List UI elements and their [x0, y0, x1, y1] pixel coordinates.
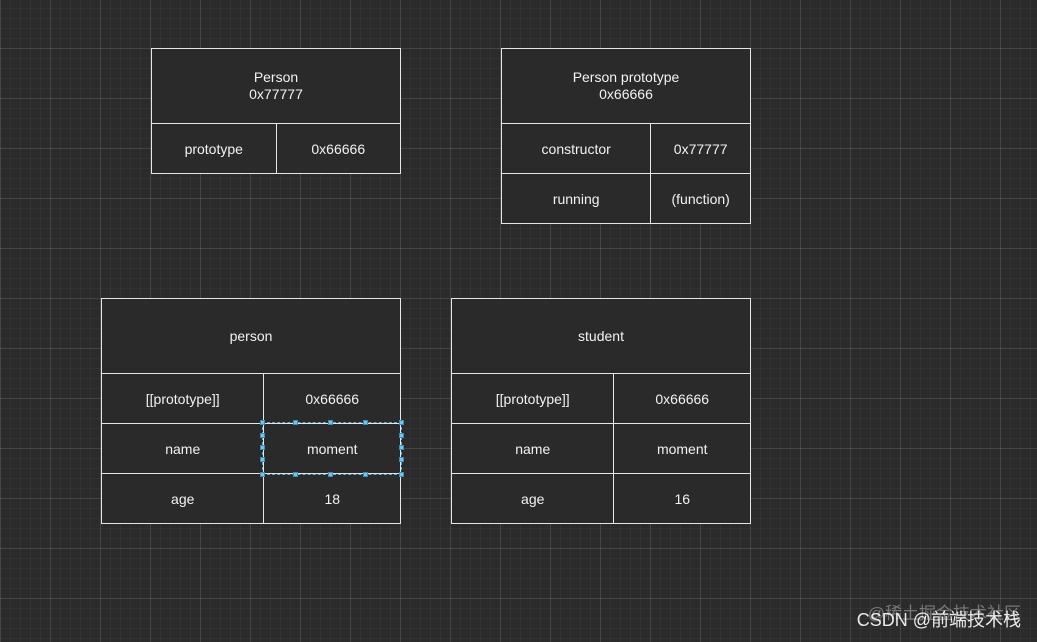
- student-instance-name-key[interactable]: name: [450, 423, 615, 474]
- student-instance-proto-key[interactable]: [[prototype]]: [450, 373, 615, 424]
- person-instance-proto-value[interactable]: 0x66666: [263, 373, 401, 424]
- student-instance-table[interactable]: student [[prototype]] 0x66666 name momen…: [450, 298, 751, 524]
- person-prototype-address: 0x66666: [599, 86, 653, 102]
- person-function-address: 0x77777: [249, 86, 303, 102]
- resize-handle-e2[interactable]: [399, 445, 404, 450]
- student-instance-age-key[interactable]: age: [450, 473, 615, 524]
- person-instance-name-key[interactable]: name: [100, 423, 265, 474]
- person-instance-name-value: moment: [306, 440, 358, 457]
- person-prototype-constructor-key[interactable]: constructor: [500, 123, 652, 174]
- person-prototype-table[interactable]: Person prototype 0x66666 constructor 0x7…: [500, 48, 751, 224]
- person-prototype-title: Person prototype: [572, 69, 680, 85]
- student-instance-title[interactable]: student: [451, 298, 751, 374]
- person-instance-proto-key[interactable]: [[prototype]]: [100, 373, 265, 424]
- person-instance-table[interactable]: person [[prototype]] 0x66666 name moment: [100, 298, 404, 524]
- watermark-juejin: @稀土掘金技术社区: [867, 604, 1021, 623]
- person-function-prototype-key[interactable]: prototype: [151, 123, 277, 174]
- person-instance-age-key[interactable]: age: [100, 473, 265, 524]
- person-instance-age-value[interactable]: 18: [263, 473, 401, 524]
- person-function-header[interactable]: Person 0x77777: [151, 48, 401, 124]
- resize-handle-e3[interactable]: [399, 457, 404, 462]
- student-instance-proto-value[interactable]: 0x66666: [613, 373, 751, 424]
- person-instance-title[interactable]: person: [101, 298, 401, 374]
- person-prototype-running-key[interactable]: running: [500, 173, 652, 224]
- person-prototype-constructor-value[interactable]: 0x77777: [650, 123, 751, 174]
- resize-handle-e1[interactable]: [399, 433, 404, 438]
- person-function-title: Person: [253, 69, 299, 85]
- student-instance-name-value[interactable]: moment: [613, 423, 751, 474]
- person-prototype-header[interactable]: Person prototype 0x66666: [501, 48, 751, 124]
- person-function-table[interactable]: Person 0x77777 prototype 0x66666: [151, 48, 402, 174]
- person-prototype-running-value[interactable]: (function): [650, 173, 751, 224]
- watermark-csdn: CSDN @前端技术栈: [856, 610, 1021, 630]
- student-instance-age-value[interactable]: 16: [613, 473, 751, 524]
- person-instance-name-value-cell[interactable]: moment: [260, 420, 404, 477]
- person-function-prototype-value[interactable]: 0x66666: [275, 123, 402, 174]
